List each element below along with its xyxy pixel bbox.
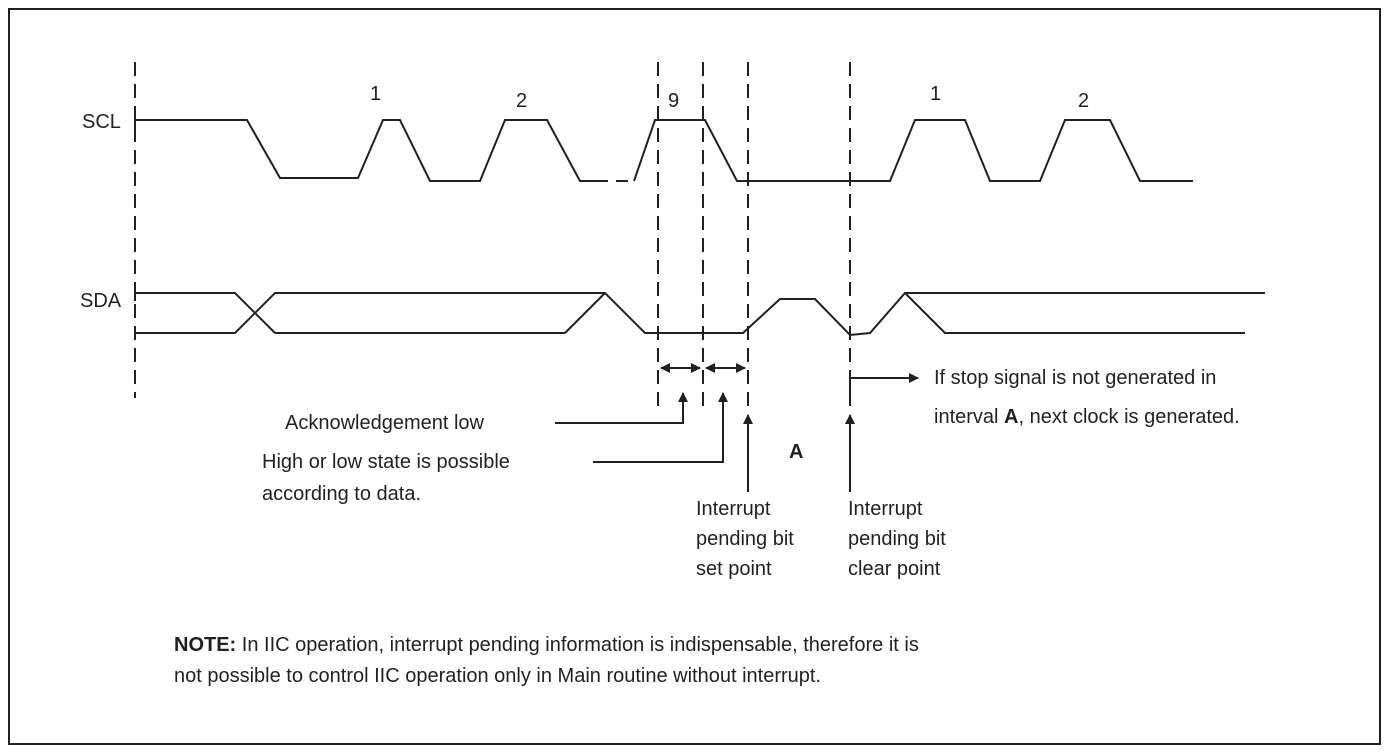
high-low-pointer bbox=[593, 392, 728, 463]
interval-a-label: A bbox=[789, 441, 803, 463]
clock-number-1-next: 1 bbox=[930, 83, 941, 105]
high-low-label-line2: according to data. bbox=[262, 483, 421, 505]
clock-number-1: 1 bbox=[370, 83, 381, 105]
note-line1: NOTE: In IIC operation, interrupt pendin… bbox=[174, 632, 919, 658]
stop-signal-line2: interval A, next clock is generated. bbox=[934, 404, 1240, 430]
clear-point-line2: pending bit bbox=[848, 528, 946, 550]
clock-number-9: 9 bbox=[668, 90, 679, 112]
diagram-frame bbox=[8, 8, 1381, 745]
set-point-line3: set point bbox=[696, 558, 772, 580]
ack-low-pointer bbox=[555, 392, 688, 424]
set-point-line1: Interrupt bbox=[696, 498, 771, 520]
stop-signal-line2-post: , next clock is generated. bbox=[1018, 406, 1240, 428]
scl-label: SCL bbox=[82, 111, 121, 133]
clear-point-line1: Interrupt bbox=[848, 498, 923, 520]
stop-signal-pointer bbox=[849, 373, 919, 395]
note-label: NOTE: bbox=[174, 634, 237, 656]
sda-waveform-return bbox=[275, 292, 1245, 334]
ack-low-label: Acknowledgement low bbox=[285, 412, 484, 434]
clock-number-2: 2 bbox=[516, 90, 527, 112]
note-line2: not possible to control IIC operation on… bbox=[174, 665, 822, 687]
sda-waveform-lower bbox=[135, 292, 1265, 337]
scl-waveform bbox=[135, 119, 596, 182]
sda-waveform-upper bbox=[135, 292, 276, 334]
stop-signal-interval-ref: A bbox=[1004, 406, 1019, 428]
stop-signal-line1: If stop signal is not generated in bbox=[934, 367, 1217, 389]
sda-label: SDA bbox=[80, 290, 122, 312]
note-text-line1: In IIC operation, interrupt pending info… bbox=[236, 634, 919, 656]
clear-point-line3: clear point bbox=[848, 558, 941, 580]
high-low-label-line1: High or low state is possible bbox=[262, 451, 510, 473]
set-point-line2: pending bit bbox=[696, 528, 794, 550]
scl-waveform-continued bbox=[633, 119, 1193, 182]
clock-number-2-next: 2 bbox=[1078, 90, 1089, 112]
stop-signal-line2-pre: interval bbox=[934, 406, 1005, 428]
